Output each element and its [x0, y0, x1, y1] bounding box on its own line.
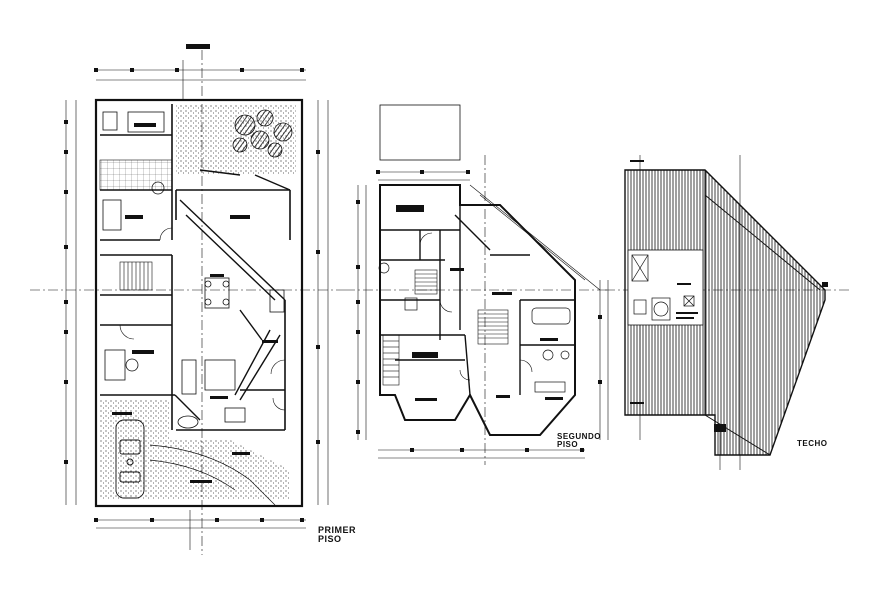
second-floor-bath-fixtures — [378, 262, 571, 393]
second-floor-dimension-lines — [345, 155, 610, 465]
first-floor-tiled-area — [99, 159, 173, 191]
first-floor-outer-wall — [94, 98, 304, 508]
second-floor-stairs — [382, 269, 509, 386]
first-floor-car — [115, 419, 145, 499]
first-floor-label-line2: PISO — [318, 534, 342, 544]
second-floor-upper-roof-box — [379, 104, 461, 161]
second-floor-outer-wall — [379, 184, 576, 436]
second-floor-door-swings — [419, 232, 533, 381]
first-floor-interior-walls — [100, 104, 291, 431]
roof-label: TECHO — [797, 439, 828, 448]
first-floor-label-line1: PRIMER — [318, 525, 357, 535]
first-floor-ticks — [64, 44, 320, 522]
first-floor-diagonal-walls — [174, 169, 291, 421]
first-floor-door-swings — [119, 227, 286, 411]
second-floor-room-labels — [396, 205, 563, 401]
second-floor-plan — [345, 104, 610, 465]
second-floor-interior-walls — [380, 205, 575, 396]
first-floor-stairs — [119, 261, 153, 291]
first-floor-plan — [30, 44, 345, 555]
second-floor-ticks — [356, 170, 602, 452]
first-floor-room-labels — [112, 123, 278, 483]
first-floor-furniture — [102, 111, 285, 429]
second-floor-label: SEGUNDO PISO — [557, 433, 601, 449]
first-floor-driveway-curve — [149, 444, 276, 506]
first-floor-trees — [232, 109, 293, 158]
roof-plan — [605, 155, 850, 470]
first-floor-label: PRIMER PISO — [318, 526, 356, 544]
roof-ridge-lines — [704, 170, 821, 456]
second-floor-label-line2: PISO — [557, 440, 579, 449]
second-floor-label-line1: SEGUNDO — [557, 432, 601, 441]
roof-skylights — [631, 254, 695, 321]
roof-annotations — [630, 160, 828, 432]
